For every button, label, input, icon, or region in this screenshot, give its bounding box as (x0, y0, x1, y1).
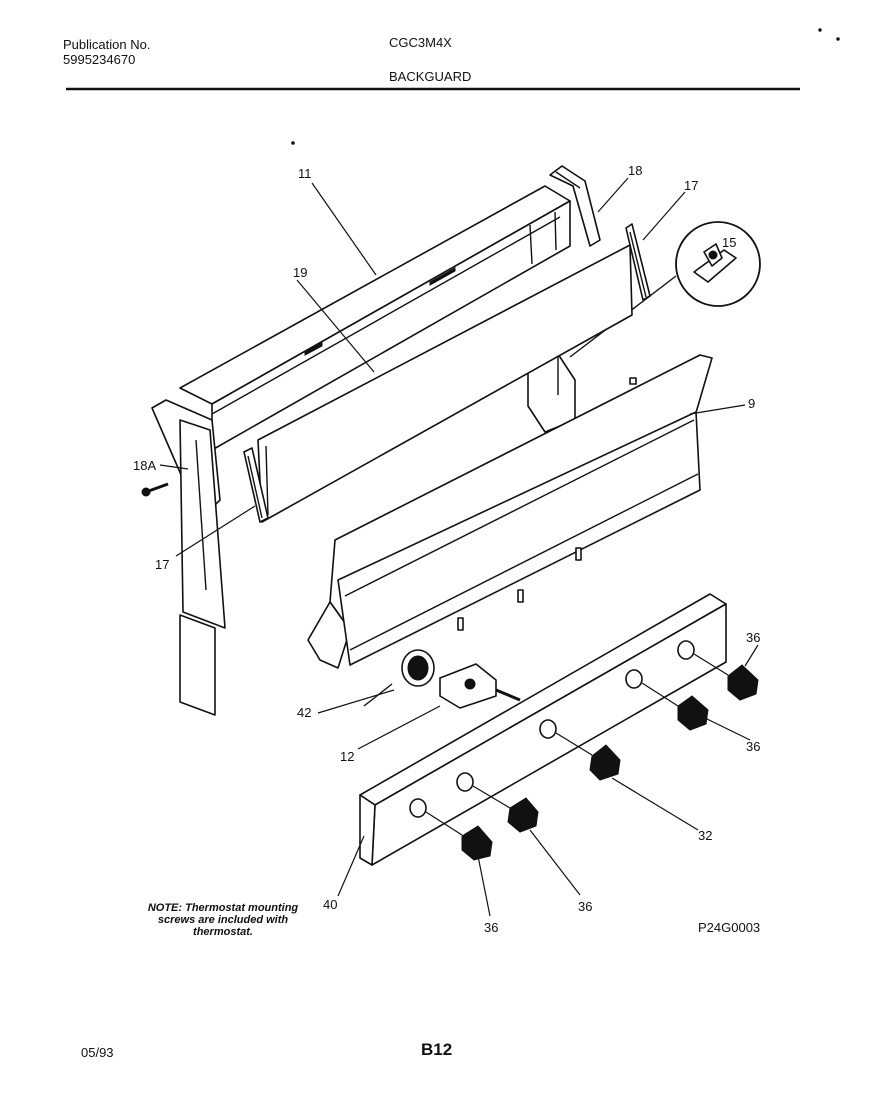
left-end-cap (151, 399, 226, 716)
control-knob (507, 797, 539, 833)
callout-17-top: 17 (684, 178, 699, 193)
thermostat-note: NOTE: Thermostat mounting screws are inc… (138, 902, 308, 938)
callout-36-c: 36 (578, 899, 593, 914)
publication-label: Publication No. (63, 37, 151, 52)
callout-17-left: 17 (155, 557, 170, 572)
thermostat (363, 649, 521, 709)
clip-detail (569, 221, 761, 358)
callout-36-d: 36 (484, 920, 499, 935)
control-knob (461, 825, 493, 861)
control-knob (589, 744, 621, 781)
control-knob (727, 664, 759, 701)
callout-36-a: 36 (746, 630, 761, 645)
control-knob (677, 695, 709, 731)
left-trim-strip (243, 447, 269, 523)
mounting-screw (141, 482, 169, 497)
note-line-1: NOTE: Thermostat mounting (147, 902, 299, 914)
callout-11: 11 (298, 166, 312, 181)
control-panel-channel (307, 354, 713, 669)
callout-32: 32 (698, 828, 713, 843)
section-title: BACKGUARD (389, 69, 472, 84)
note-line-3: thermostat. (193, 926, 253, 938)
callout-18a: 18A (133, 458, 157, 473)
note-line-2: screws are included with (157, 914, 289, 926)
callout-18: 18 (628, 163, 643, 178)
callout-19: 19 (293, 265, 308, 280)
callout-15: 15 (722, 235, 737, 250)
callout-36-b: 36 (746, 739, 761, 754)
footer-date: 05/93 (81, 1045, 114, 1060)
publication-number: 5995234670 (63, 52, 136, 67)
knob-panel (359, 593, 727, 866)
backguard-top-panel (179, 185, 571, 451)
right-end-cap (549, 165, 601, 247)
page-number: B12 (421, 1040, 453, 1059)
callout-40: 40 (323, 897, 338, 912)
callout-12: 12 (340, 749, 355, 764)
callout-9: 9 (748, 396, 756, 411)
diagram-code: P24G0003 (698, 920, 761, 935)
callout-42: 42 (297, 705, 312, 720)
model-number: CGC3M4X (389, 35, 452, 50)
